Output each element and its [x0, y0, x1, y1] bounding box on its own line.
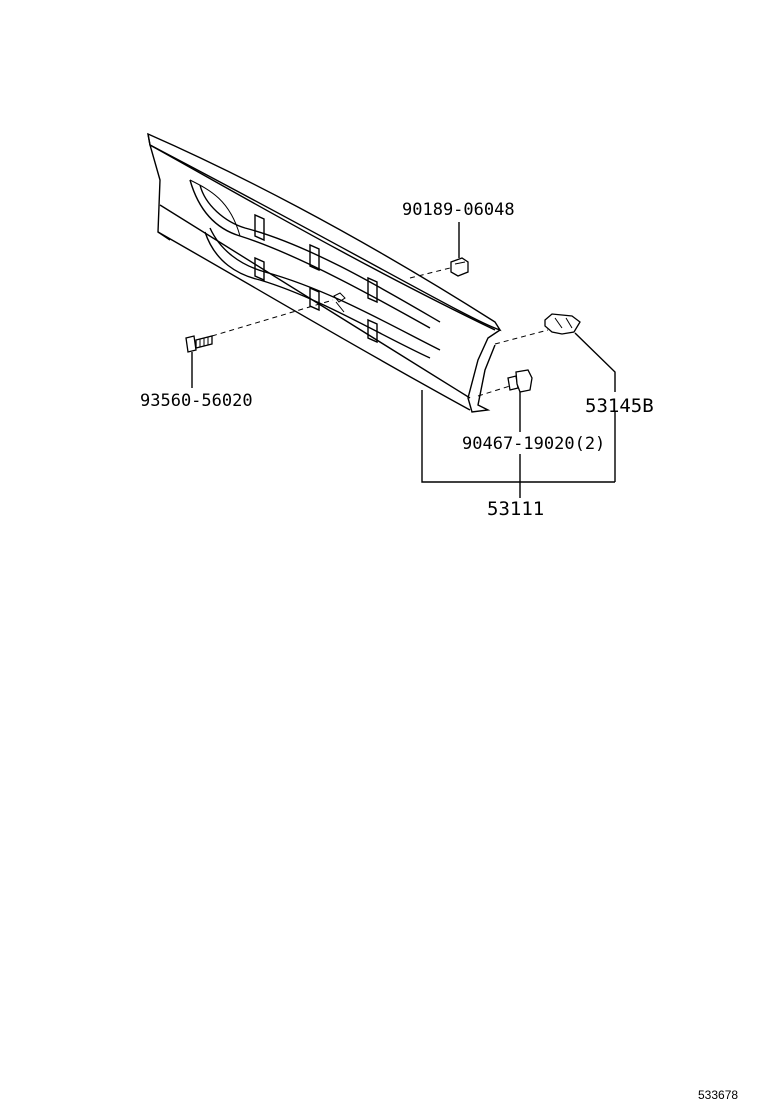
radiator-grille-drawing [147, 132, 502, 413]
clip-90467 [477, 369, 533, 432]
bracket-53145b [494, 313, 616, 482]
diagram-reference-number: 533678 [698, 1088, 738, 1102]
label-93560-56020: 93560-56020 [140, 391, 253, 411]
label-53145b: 53145B [585, 395, 654, 417]
label-53111: 53111 [487, 498, 544, 520]
label-90467-19020: 90467-19020(2) [462, 434, 605, 454]
label-90189-06048: 90189-06048 [402, 200, 515, 220]
clip-nut-90189 [409, 222, 469, 279]
screw-93560 [185, 299, 334, 388]
assembly-bracket-53111 [421, 390, 615, 498]
